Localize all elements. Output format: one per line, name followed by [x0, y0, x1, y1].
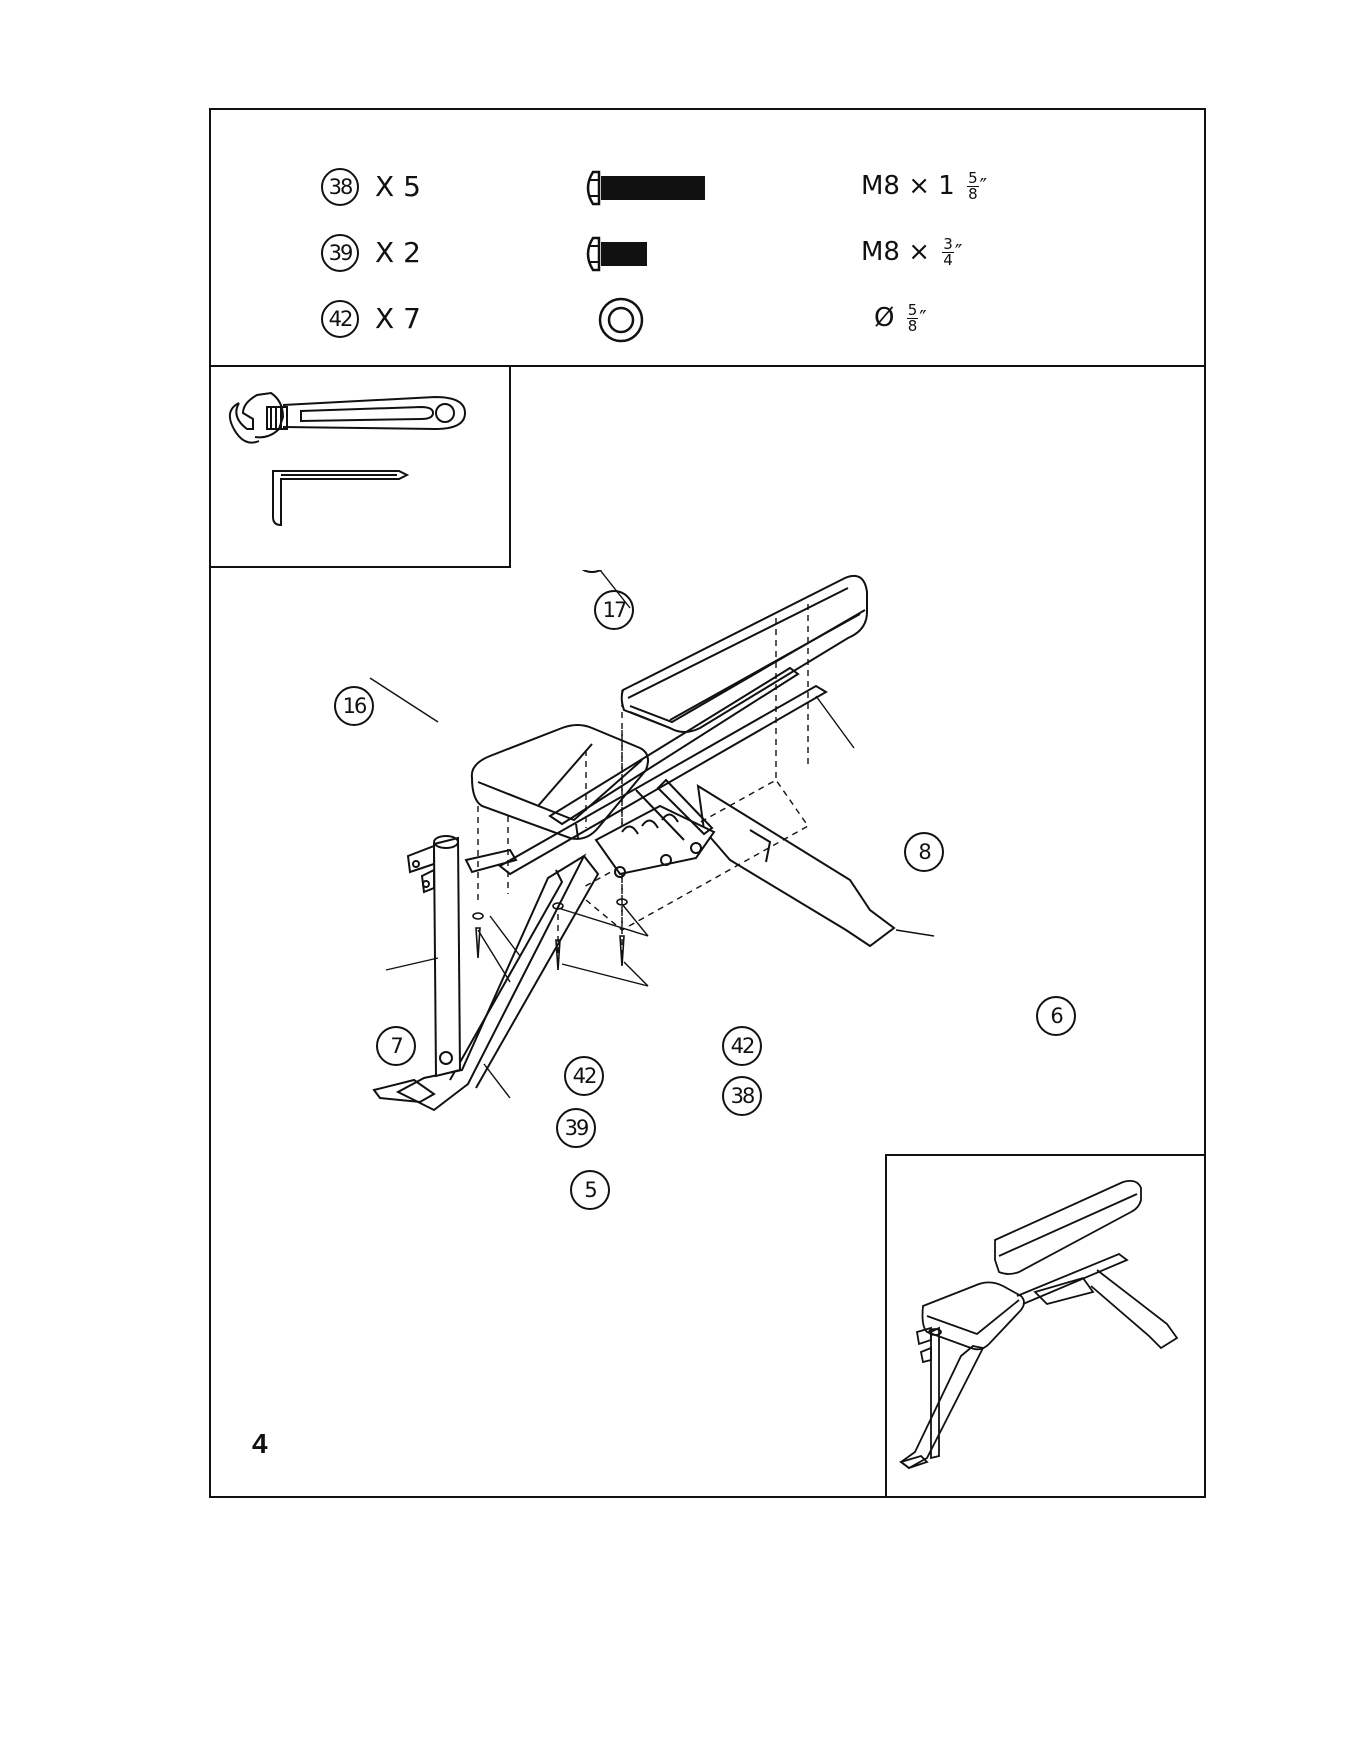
inch-mark: ″ [980, 174, 987, 198]
completed-assembly-inset [885, 1154, 1206, 1498]
callout-7: 7 [376, 1026, 416, 1066]
washer-icon [579, 292, 719, 348]
callout-17: 17 [594, 590, 634, 630]
short-bolt-icon [579, 226, 719, 282]
callout-42: 42 [722, 1026, 762, 1066]
callout-42: 42 [564, 1056, 604, 1096]
callout-16: 16 [334, 686, 374, 726]
long-bolt-icon [579, 160, 719, 216]
tools-illustration [209, 367, 509, 566]
part-quantity: X 5 [375, 168, 421, 206]
spec-size: M8 × 1 [861, 171, 955, 201]
part-callout: 38 [321, 168, 359, 206]
spec-size: M8 × [861, 237, 930, 267]
inch-mark: ″ [955, 240, 962, 264]
inch-mark: ″ [919, 306, 926, 330]
callout-8: 8 [904, 832, 944, 872]
callout-39: 39 [556, 1108, 596, 1148]
part-callout: 42 [321, 300, 359, 338]
wrench-icon [230, 393, 465, 443]
part-quantity: X 7 [375, 300, 421, 338]
part-quantity: X 2 [375, 234, 421, 272]
callout-38: 38 [722, 1076, 762, 1116]
part-callout: 39 [321, 234, 359, 272]
exploded-assembly-diagram: 17 16 8 6 7 42 42 38 39 5 [330, 570, 1110, 1250]
step-number: 4 [252, 1428, 268, 1460]
assembled-bench-illustration [887, 1156, 1205, 1496]
spec-size: Ø [874, 303, 894, 333]
callout-6: 6 [1036, 996, 1076, 1036]
callout-5: 5 [570, 1170, 610, 1210]
tools-box [209, 367, 511, 568]
allen-key-icon [273, 471, 407, 525]
